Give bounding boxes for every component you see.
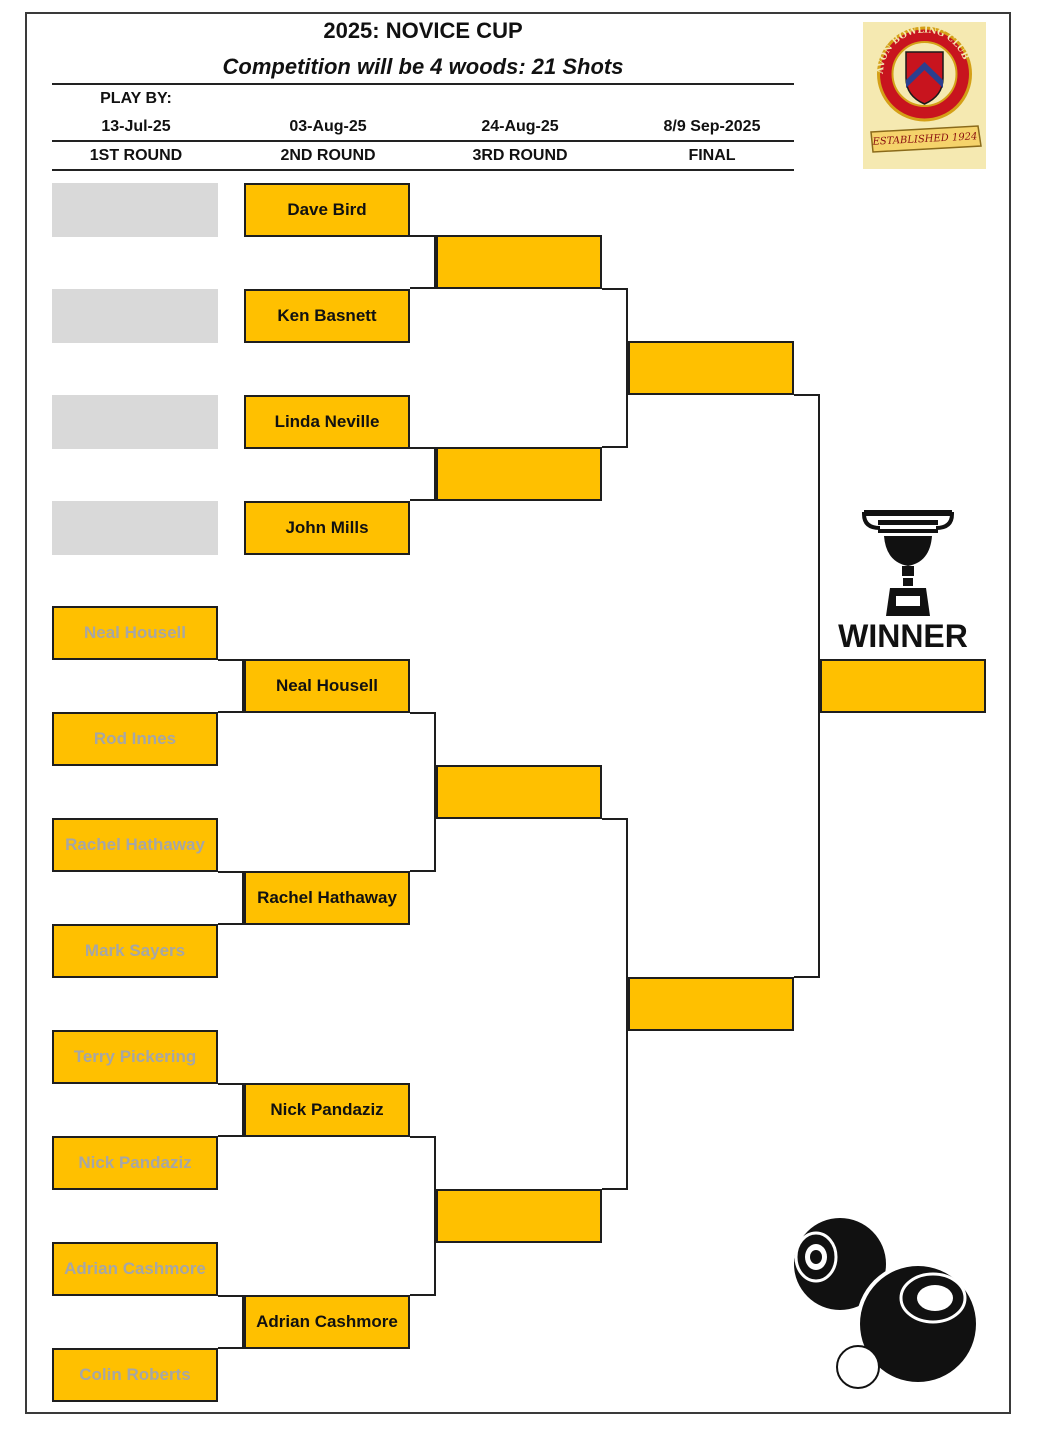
bracket-connector: [218, 1295, 244, 1349]
first-round-bye: [52, 395, 218, 449]
first-round-player: Adrian Cashmore: [52, 1242, 218, 1296]
second-round-player: Rachel Hathaway: [244, 871, 410, 925]
first-round-player: Rachel Hathaway: [52, 818, 218, 872]
first-round-bye: [52, 289, 218, 343]
divider: [52, 83, 794, 85]
second-round-player: Dave Bird: [244, 183, 410, 237]
second-round-player: Neal Housell: [244, 659, 410, 713]
divider: [52, 169, 794, 171]
bracket-connector: [410, 447, 436, 501]
final-slot: [628, 341, 794, 395]
third-round-slot: [436, 765, 602, 819]
bracket-connector: [410, 1136, 436, 1296]
bracket-connector: [410, 235, 436, 289]
winner-label: WINNER: [838, 618, 968, 654]
bracket-connector: [218, 871, 244, 925]
second-round-player: Nick Pandaziz: [244, 1083, 410, 1137]
round-1-heading: 1ST ROUND: [89, 147, 183, 164]
third-round-slot: [436, 1189, 602, 1243]
second-round-player: John Mills: [244, 501, 410, 555]
first-round-bye: [52, 501, 218, 555]
competition-title: 2025: NOVICE CUP: [323, 18, 523, 43]
competition-subtitle: Competition will be 4 woods: 21 Shots: [222, 54, 624, 79]
first-round-bye: [52, 183, 218, 237]
play-by-label: PLAY BY:: [100, 90, 172, 107]
final-slot: [628, 977, 794, 1031]
final-date: 8/9 Sep-2025: [663, 118, 761, 135]
bowls-icon: [794, 1218, 980, 1389]
round-2-heading: 2ND ROUND: [280, 147, 376, 164]
round-2-date: 03-Aug-25: [289, 118, 367, 135]
second-round-player: Adrian Cashmore: [244, 1295, 410, 1349]
trophy-icon: [861, 510, 955, 616]
page-frame: [25, 12, 1011, 1414]
third-round-slot: [436, 447, 602, 501]
round-1-date: 13-Jul-25: [101, 118, 171, 135]
third-round-slot: [436, 235, 602, 289]
divider: [52, 140, 794, 142]
bracket-connector: [602, 818, 628, 1190]
bracket-connector: [794, 394, 820, 978]
second-round-player: Ken Basnett: [244, 289, 410, 343]
bracket-connector: [410, 712, 436, 872]
winner-slot: [820, 659, 986, 713]
round-3-heading: 3RD ROUND: [472, 147, 568, 164]
first-round-player: Colin Roberts: [52, 1348, 218, 1402]
club-logo: AVON BOWLING CLUB ESTABLISHED 1924: [863, 22, 986, 169]
bracket-connector: [602, 288, 628, 448]
first-round-player: Neal Housell: [52, 606, 218, 660]
final-heading: FINAL: [688, 147, 736, 164]
bracket-connector: [218, 659, 244, 713]
second-round-player: Linda Neville: [244, 395, 410, 449]
first-round-player: Mark Sayers: [52, 924, 218, 978]
first-round-player: Rod Innes: [52, 712, 218, 766]
bracket-connector: [218, 1083, 244, 1137]
first-round-player: Terry Pickering: [52, 1030, 218, 1084]
first-round-player: Nick Pandaziz: [52, 1136, 218, 1190]
round-3-date: 24-Aug-25: [481, 118, 559, 135]
